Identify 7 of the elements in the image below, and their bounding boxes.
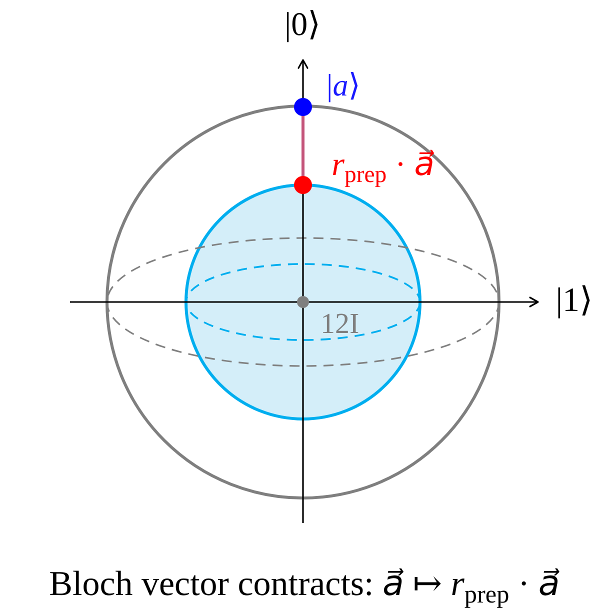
state-label: 12I <box>319 308 360 343</box>
axis-label: |0⟩ <box>284 5 322 44</box>
state-label: |a⟩ <box>326 66 362 104</box>
connector-line <box>302 116 304 176</box>
vector-label: r$_{prep}$ · a⃗ <box>330 145 436 190</box>
caption: Bloch vector contracts: a⃗ ↦ r$_{prep}$ · a⃗ <box>48 562 561 610</box>
axis-label: |1⟩ <box>554 280 594 321</box>
